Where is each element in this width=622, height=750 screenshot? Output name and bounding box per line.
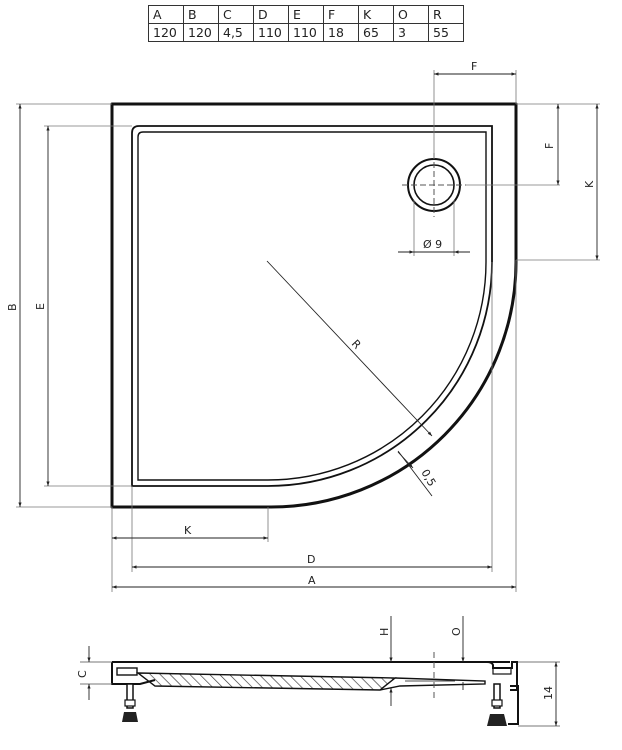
dim-r [266, 260, 433, 437]
label-f-top: F [471, 60, 477, 73]
tray-outline [110, 102, 518, 509]
label-f-side: F [543, 143, 556, 149]
label-c: C [76, 670, 89, 678]
plan-view: F F K Ø 9 B E K D A R 0,5 [6, 60, 600, 592]
drain-icon [402, 153, 466, 217]
value-r: 55 [428, 23, 464, 42]
value-b: 120 [183, 23, 219, 42]
label-b: B [6, 303, 19, 311]
label-e: E [34, 303, 47, 310]
label-k-side: K [583, 180, 596, 188]
value-c: 4,5 [218, 23, 254, 42]
value-e: 110 [288, 23, 324, 42]
dimension-table: A B C D E F K O R 120 120 4,5 110 110 18… [148, 5, 464, 42]
label-d: D [307, 553, 315, 566]
inner-rim-inner [137, 131, 487, 481]
dimension-value-row: 120 120 4,5 110 110 18 65 3 55 [148, 23, 464, 42]
adjustable-foot-left [122, 683, 138, 722]
inner-rim-outer [131, 125, 493, 487]
value-k: 65 [358, 23, 394, 42]
dimension-header-row: A B C D E F K O R [148, 5, 464, 24]
section-view: C H O 14 [76, 616, 560, 727]
value-f: 18 [323, 23, 359, 42]
tray-body-section [135, 672, 397, 691]
label-a: A [308, 574, 316, 587]
label-height: 14 [542, 686, 555, 700]
label-h: H [378, 628, 391, 636]
label-drain-diameter: Ø 9 [423, 238, 442, 251]
adjustable-foot-right [487, 683, 507, 726]
label-k-bottom: K [184, 524, 192, 537]
label-rim: 0,5 [418, 467, 438, 489]
label-o: O [450, 627, 463, 636]
value-d: 110 [253, 23, 289, 42]
